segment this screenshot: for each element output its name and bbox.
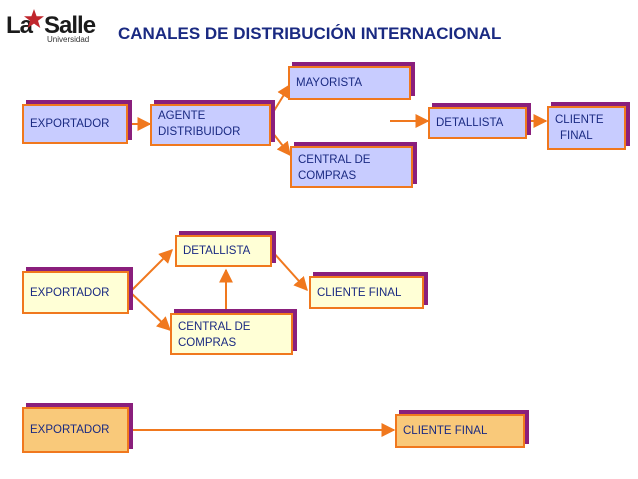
row3-exportador-label: EXPORTADOR <box>30 424 110 436</box>
arrow-agente-mayorista <box>271 83 291 115</box>
row2-cliente-label: CLIENTE FINAL <box>317 286 402 299</box>
logo-salle-text: Salle <box>44 12 96 39</box>
logo-subtitle: Universidad <box>47 35 90 44</box>
arrow-detallista-cliente-2 <box>271 250 308 292</box>
row1-agente-box: AGENTE DISTRIBUIDOR <box>150 104 271 146</box>
row2-cliente-box: CLIENTE FINAL <box>309 276 424 309</box>
row1-central-box: CENTRAL DE COMPRAS <box>290 146 413 188</box>
row3-cliente-label: CLIENTE FINAL <box>403 425 488 437</box>
row3-exportador-box: EXPORTADOR <box>22 407 129 453</box>
row1-mayorista-label: MAYORISTA <box>296 77 363 89</box>
row1-central-line1: CENTRAL DE <box>298 154 371 166</box>
row2-central-line1: CENTRAL DE <box>178 321 251 333</box>
row1-detallista-box: DETALLISTA <box>428 107 527 139</box>
la-salle-logo: La Salle Universidad <box>6 8 106 44</box>
page-title: CANALES DE DISTRIBUCIÓN INTERNACIONAL <box>118 24 502 43</box>
row2-exportador-label: EXPORTADOR <box>30 286 110 299</box>
star-icon <box>24 9 44 28</box>
row1-agente-line2: DISTRIBUIDOR <box>158 126 241 138</box>
arrow-exportador-central <box>129 291 172 331</box>
arrow-agente-central <box>271 131 291 157</box>
row2-exportador-box: EXPORTADOR <box>22 271 129 314</box>
row2-detallista-label: DETALLISTA <box>183 245 251 257</box>
row1-exportador-box: EXPORTADOR <box>22 104 128 144</box>
row1-central-line2: COMPRAS <box>298 170 357 182</box>
row1-agente-line1: AGENTE <box>158 110 206 122</box>
arrow-exportador-detallista <box>129 249 173 293</box>
row2-central-box: CENTRAL DE COMPRAS <box>170 313 293 355</box>
row2-central-line2: COMPRAS <box>178 337 237 349</box>
row3-cliente-box: CLIENTE FINAL <box>395 414 525 448</box>
row1-exportador-label: EXPORTADOR <box>30 118 110 130</box>
row1-cliente-box: CLIENTE FINAL <box>547 106 626 150</box>
row1-cliente-line1: CLIENTE <box>555 114 604 126</box>
row1-detallista-label: DETALLISTA <box>436 117 504 129</box>
row2-detallista-box: DETALLISTA <box>175 235 272 267</box>
row1-mayorista-box: MAYORISTA <box>288 66 411 100</box>
row1-cliente-line2: FINAL <box>560 130 593 142</box>
